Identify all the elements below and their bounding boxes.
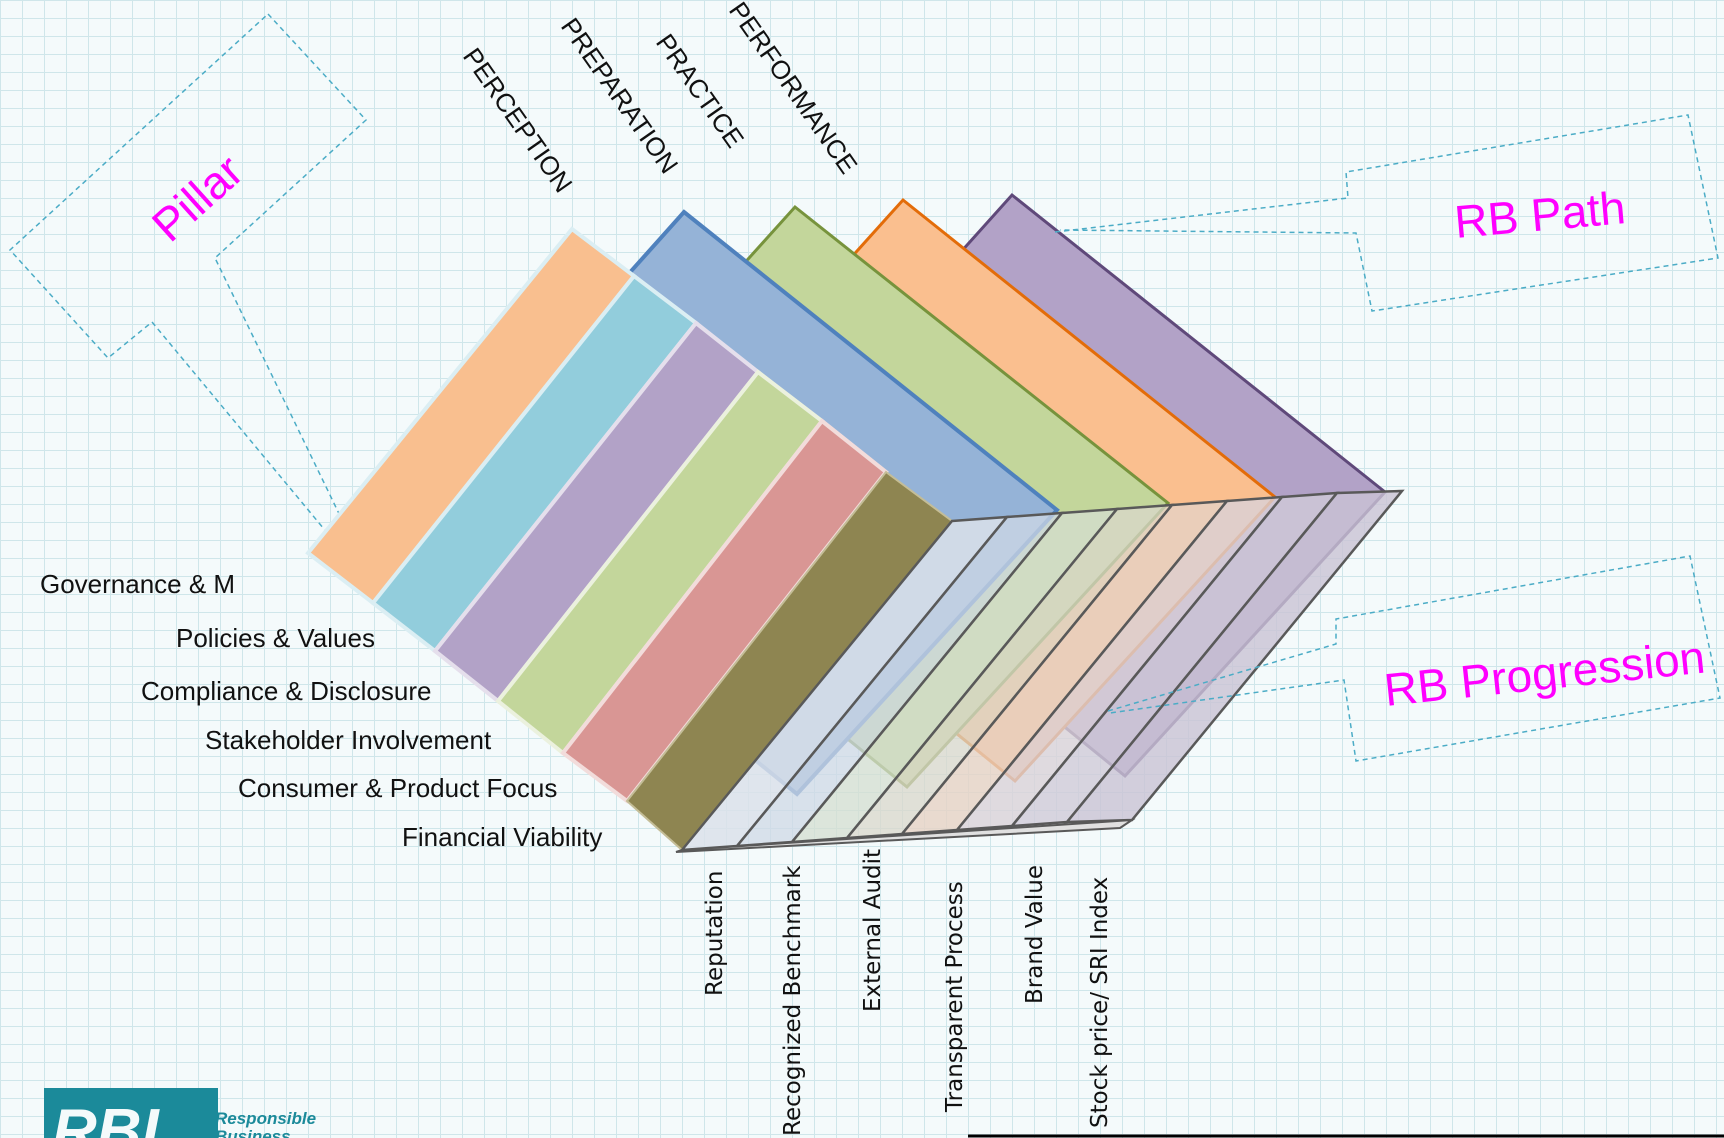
rb-path-callout: RB Path [1054, 114, 1719, 312]
pillar-callout-shape [8, 12, 379, 595]
path-label-perception: PERCEPTION [457, 42, 579, 198]
progression-labels: Reputation Recognized Benchmark External… [702, 849, 1113, 1136]
rbi-logo-line1: Responsible [215, 1109, 316, 1128]
rb-path-callout-shape [1054, 114, 1719, 312]
progression-label-brand-value: Brand Value [1022, 865, 1048, 1004]
pillar-callout-text: Pillar [142, 144, 253, 251]
pillar-bars [305, 226, 954, 852]
rbi-logo-mark-text: RBI [52, 1097, 161, 1138]
pillar-label-stakeholder: Stakeholder Involvement [205, 725, 492, 755]
pillar-label-financial: Financial Viability [402, 822, 602, 852]
pillar-callout: Pillar [8, 12, 379, 595]
rb-progression-callout-shape [1107, 555, 1721, 762]
pillar-labels: Governance & M Policies & Values Complia… [40, 569, 602, 852]
progression-label-transparent-process: Transparent Process [942, 881, 968, 1113]
progression-planes [675, 489, 1405, 853]
progression-label-stock-price: Stock price/ SRI Index [1087, 877, 1113, 1128]
progression-label-external-audit: External Audit [860, 849, 886, 1012]
pillar-label-policies: Policies & Values [176, 623, 375, 653]
pillar-label-consumer: Consumer & Product Focus [238, 773, 557, 803]
pillar-label-governance: Governance & M [40, 569, 235, 599]
path-label-performance: PERFORMANCE [723, 0, 864, 179]
rb-progression-callout-text: RB Progression [1382, 631, 1708, 716]
rbi-logo: RBI Responsible Business [44, 1088, 316, 1138]
rb-path-labels: PERCEPTION PREPARATION PRACTICE PERFORMA… [457, 0, 864, 198]
progression-base [675, 818, 1136, 853]
rbi-logo-line2: Business [215, 1127, 291, 1138]
rbi-logo-mark [44, 1088, 218, 1138]
rb-path-callout-text: RB Path [1452, 181, 1627, 248]
pillar-label-compliance: Compliance & Disclosure [141, 676, 431, 706]
progression-label-recognized-benchmark: Recognized Benchmark [780, 865, 806, 1136]
progression-label-reputation: Reputation [702, 871, 728, 996]
